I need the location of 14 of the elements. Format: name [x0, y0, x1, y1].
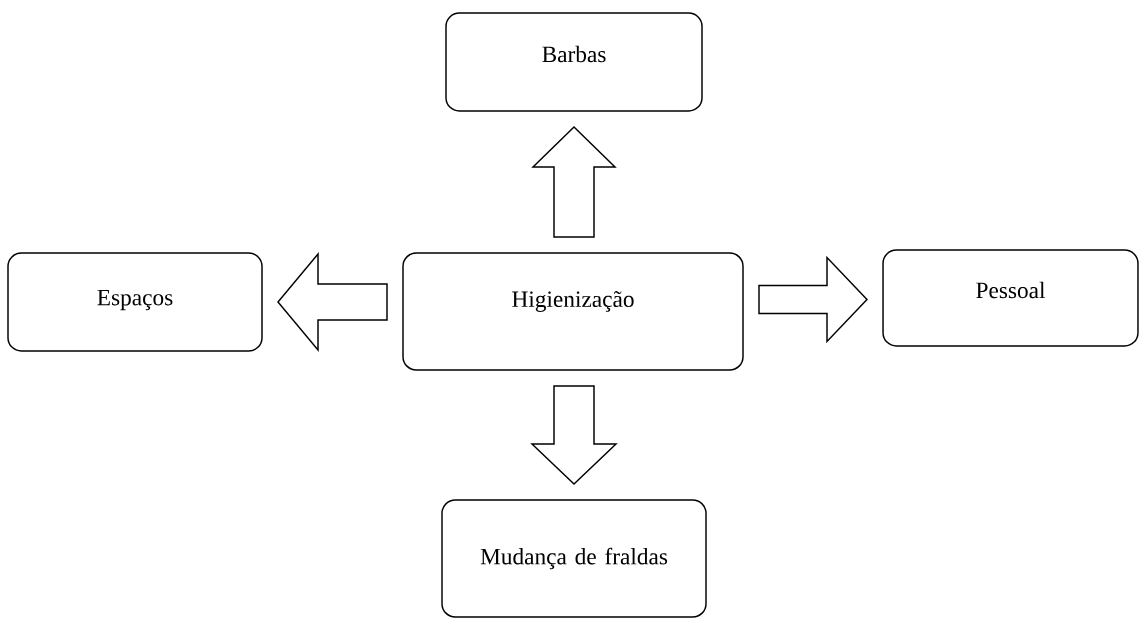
box-label: Mudança de fraldas — [480, 547, 668, 570]
box-label: Espaços — [97, 289, 173, 311]
process-box — [441, 499, 707, 618]
block-arrow — [758, 255, 868, 344]
box-label: Higienização — [512, 291, 634, 312]
box-label: Barbas — [542, 45, 606, 63]
process-box — [882, 249, 1139, 347]
block-arrow — [530, 385, 618, 486]
block-arrow — [277, 251, 388, 353]
process-box — [7, 252, 263, 352]
box-label: Pessoal — [976, 281, 1046, 299]
process-box — [445, 12, 703, 112]
block-arrow — [531, 125, 617, 238]
process-box — [402, 252, 744, 371]
